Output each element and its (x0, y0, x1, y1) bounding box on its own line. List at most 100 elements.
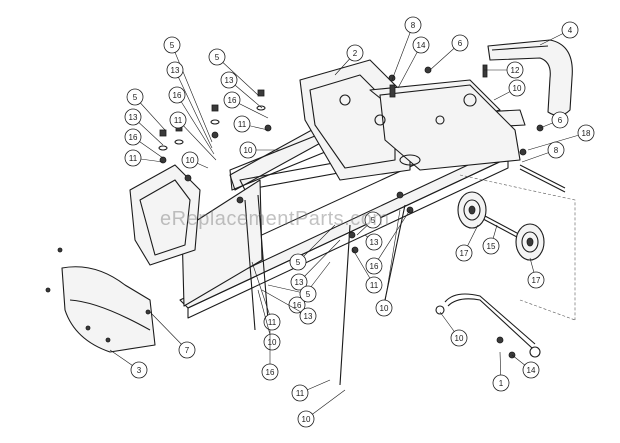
callout-bubble (263, 333, 281, 351)
callout-bubble (299, 285, 317, 303)
callout-leader (176, 94, 215, 155)
callout-label: 13 (370, 238, 379, 247)
callout-leader (171, 44, 213, 143)
callout-label: 8 (554, 146, 559, 155)
callout-label: 18 (582, 129, 591, 138)
callout-bubble (455, 244, 473, 262)
callout-label: 11 (129, 154, 138, 163)
callout-label: 14 (417, 41, 426, 50)
callout-bubble (166, 61, 184, 79)
callout-bubble (124, 128, 142, 146)
callout-bubble (239, 141, 257, 159)
callout-bubble (375, 299, 393, 317)
callout-label: 5 (133, 93, 138, 102)
callout-bubble (291, 384, 309, 402)
callout-bubble (365, 276, 383, 294)
hardware-stack (45, 64, 544, 359)
callout-label: 11 (174, 116, 183, 125)
callout-label: 2 (353, 49, 358, 58)
callout-label: 3 (137, 366, 142, 375)
callout-bubble (168, 86, 186, 104)
callout-leader (257, 289, 273, 343)
callout-label: 10 (380, 304, 389, 313)
callout-bubble (130, 361, 148, 379)
callout-label: 11 (268, 318, 277, 327)
seat-support-housing (299, 59, 521, 181)
callout-bubble (220, 71, 238, 89)
rear-deflector (61, 266, 156, 353)
callout-label: 10 (244, 146, 253, 155)
callout-leader (383, 209, 401, 309)
callout-bubble (261, 363, 279, 381)
callout-label: 11 (370, 281, 379, 290)
callout-label: 8 (411, 21, 416, 30)
callout-label: 15 (487, 242, 496, 251)
callout-leader (149, 311, 188, 351)
callout-label: 4 (568, 26, 573, 35)
callout-label: 7 (185, 346, 190, 355)
callout-label: 13 (225, 76, 234, 85)
callout-bubble (290, 273, 308, 291)
callout-leader (174, 69, 213, 149)
steering-link-rod (435, 293, 541, 358)
callout-bubble (233, 115, 251, 133)
callout-label: 14 (527, 366, 536, 375)
callout-bubble (450, 329, 468, 347)
callout-bubble (208, 48, 226, 66)
callout-leader (251, 261, 273, 323)
callout-label: 10 (186, 156, 195, 165)
callout-label: 16 (266, 368, 275, 377)
callout-leader (373, 209, 411, 267)
callout-bubble (522, 361, 540, 379)
callout-label: 13 (304, 312, 313, 321)
callout-label: 10 (268, 338, 277, 347)
callout-bubble (289, 253, 307, 271)
callout-bubble (297, 410, 315, 428)
callout-bubble (508, 79, 526, 97)
rear-side-panel (129, 164, 201, 266)
callout-label: 5 (170, 41, 175, 50)
callout-bubble (223, 91, 241, 109)
front-bumper (487, 39, 573, 117)
callout-bubble (547, 141, 565, 159)
callout-bubble (299, 307, 317, 325)
callout-leader (177, 119, 217, 161)
callout-bubble (365, 257, 383, 275)
wheel-left (457, 191, 487, 229)
callout-label: 13 (129, 113, 138, 122)
callout-bubble (365, 233, 383, 251)
callout-bubble (577, 124, 595, 142)
callout-bubble (492, 374, 510, 392)
callout-label: 10 (513, 84, 522, 93)
callout-label: 1 (499, 379, 504, 388)
callout-label: 17 (532, 276, 541, 285)
callout-bubble (527, 271, 545, 289)
callout-label: 5 (306, 290, 311, 299)
callout-leader (391, 24, 414, 81)
callout-bubble (404, 16, 422, 34)
callout-label: 17 (460, 249, 469, 258)
callout-leader (261, 289, 309, 317)
frame-side-plate (181, 129, 331, 307)
callout-label: 5 (371, 216, 376, 225)
callout-label: 16 (228, 96, 237, 105)
hanger-rods (244, 194, 406, 386)
callout-bubble (561, 21, 579, 39)
callout-bubble (482, 237, 500, 255)
pivot-shaft (519, 164, 566, 193)
callout-label: 16 (293, 301, 302, 310)
callout-bubble (124, 108, 142, 126)
callout-label: 13 (295, 278, 304, 287)
callout-label: 10 (302, 415, 311, 424)
alignment-guides (459, 174, 576, 321)
callout-label: 6 (558, 116, 563, 125)
callout-bubble (181, 151, 199, 169)
callout-label: 16 (129, 133, 138, 142)
callout-bubble (551, 111, 569, 129)
callout-bubble (364, 211, 382, 229)
callout-bubble (169, 111, 187, 129)
callout-bubble (346, 44, 364, 62)
callout-leader (298, 239, 341, 283)
